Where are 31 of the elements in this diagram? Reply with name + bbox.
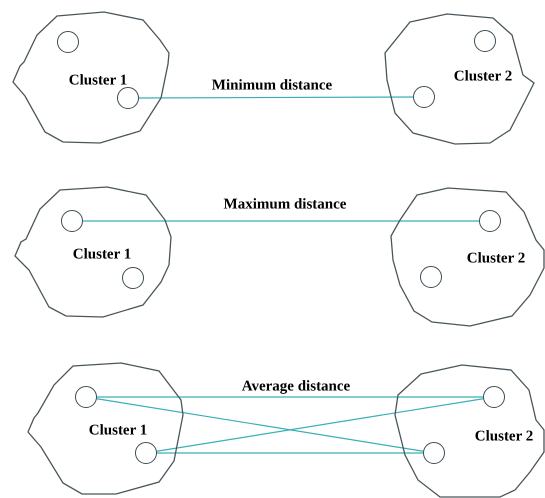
connector-line xyxy=(83,220,479,222)
data-point xyxy=(57,31,79,53)
cluster-outline xyxy=(15,187,171,317)
connector-line xyxy=(139,96,413,99)
cluster-outline xyxy=(385,14,534,144)
cluster-outline xyxy=(395,365,544,497)
connector-line xyxy=(156,398,484,452)
connector-line xyxy=(96,398,424,452)
data-point xyxy=(135,442,157,464)
cluster-label: Cluster 2 xyxy=(474,430,534,444)
data-point xyxy=(413,86,435,108)
data-point xyxy=(122,267,144,289)
data-point xyxy=(423,442,445,464)
data-point xyxy=(483,386,505,408)
cluster-label: Cluster 1 xyxy=(68,74,128,88)
data-point xyxy=(474,30,496,52)
cluster-outline xyxy=(391,188,544,326)
distance-label: Average distance xyxy=(240,380,352,394)
cluster-label: Cluster 2 xyxy=(454,70,512,84)
cluster-label: Cluster 1 xyxy=(88,424,148,438)
connector-line xyxy=(157,452,423,454)
cluster-label: Cluster 1 xyxy=(72,248,132,262)
connector-line xyxy=(97,396,483,398)
cluster-outline xyxy=(28,363,183,494)
data-point xyxy=(479,210,501,232)
cluster-label: Cluster 2 xyxy=(466,252,526,266)
data-point xyxy=(420,266,442,288)
cluster-outline xyxy=(13,12,169,143)
data-point xyxy=(75,386,97,408)
data-point xyxy=(61,210,83,232)
data-point xyxy=(117,87,139,109)
